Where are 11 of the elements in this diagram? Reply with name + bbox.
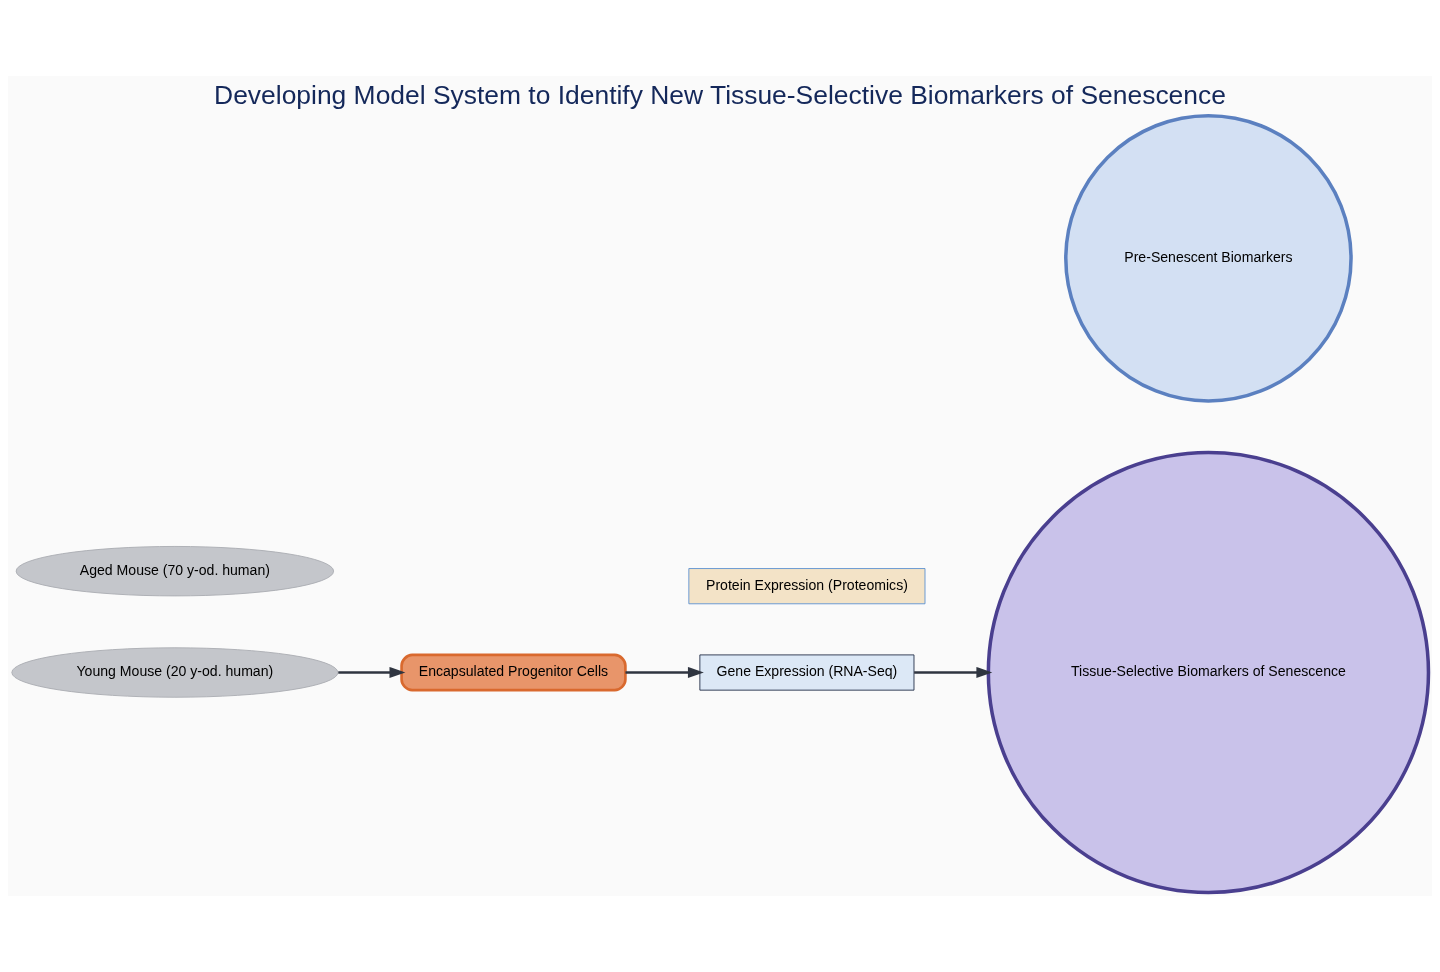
arrow [914, 666, 993, 679]
node-ellipse: Young Mouse (20 y-od. human) [11, 647, 339, 698]
node-ellipse: Aged Mouse (70 y-od. human) [15, 546, 335, 597]
arrow [625, 666, 704, 679]
diagram-title: Developing Model System to Identify New Tissue-Selective Biomarkers of Senescence [214, 80, 1226, 111]
node-circle: Tissue-Selective Biomarkers of Senescence [986, 450, 1431, 895]
node-circle: Pre-Senescent Biomarkers [1064, 113, 1353, 403]
arrow [338, 666, 406, 679]
node-box: Protein Expression (Proteomics) [688, 568, 926, 605]
node-box: Gene Expression (RNA-Seq) [699, 654, 915, 691]
node-box: Encapsulated Progenitor Cells [400, 653, 627, 692]
